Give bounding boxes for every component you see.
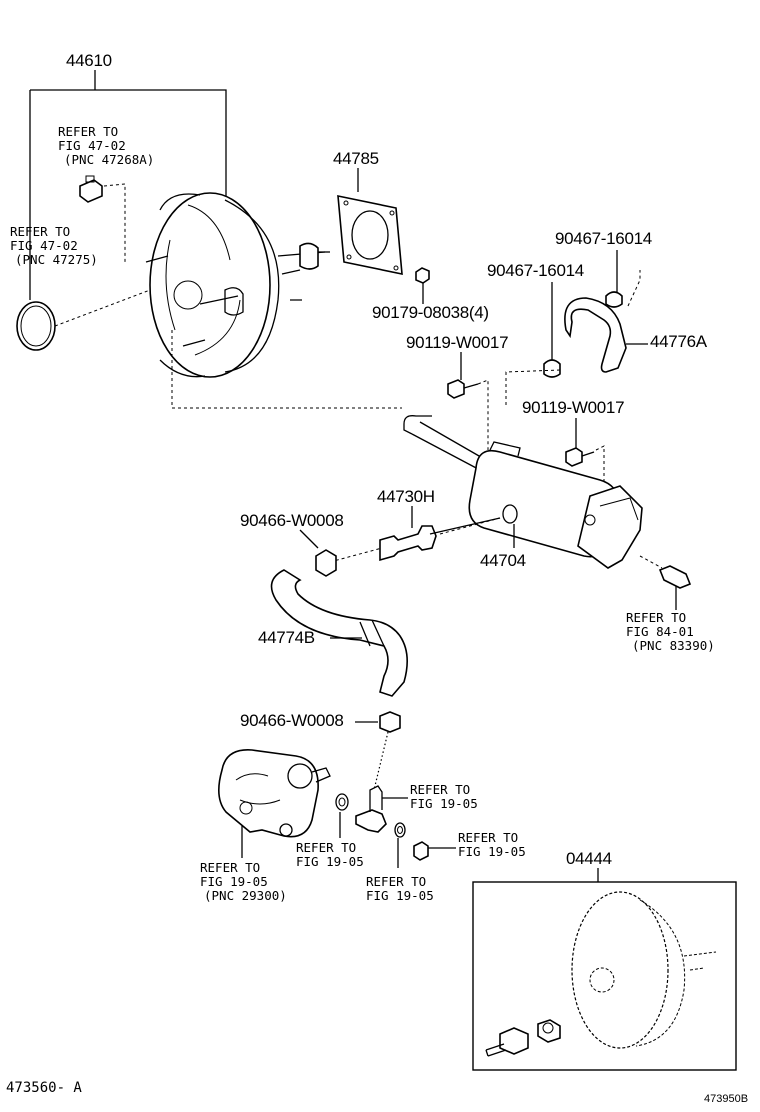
pressure-sensor-icon xyxy=(658,565,692,589)
vacuum-tank-group: 44704 xyxy=(403,415,692,610)
part-number-44704[interactable]: 44704 xyxy=(480,551,526,570)
reference-note-3: REFER TO FIG 84-01 (PNC 83390) xyxy=(626,610,715,653)
kit-pushrod-icon xyxy=(485,1027,529,1057)
part-number-90119-w0017-a[interactable]: 90119-W0017 xyxy=(406,333,509,352)
o-ring-icon xyxy=(16,301,56,351)
tank-pipe-icon xyxy=(403,415,487,471)
svg-text:FIG 47-02: FIG 47-02 xyxy=(10,238,78,253)
part-number-44730h[interactable]: 44730H xyxy=(377,487,435,506)
svg-text:FIG 19-05: FIG 19-05 xyxy=(296,854,364,869)
hose-44774b-group: 44774B xyxy=(258,569,408,697)
reference-note-6: REFER TO FIG 19-05 xyxy=(458,830,526,859)
svg-text:REFER TO: REFER TO xyxy=(58,124,118,139)
vacuum-tank-icon xyxy=(468,441,643,569)
hose-clamp-icon xyxy=(315,549,337,577)
svg-text:REFER TO: REFER TO xyxy=(10,224,70,239)
vacuum-hose-icon xyxy=(564,297,627,373)
svg-text:REFER TO: REFER TO xyxy=(200,860,260,875)
brake-booster-group: 44610 xyxy=(16,51,402,409)
check-valve-group: 44730H xyxy=(329,487,501,563)
kit-seal-icon xyxy=(537,1019,561,1043)
washer-icon xyxy=(335,793,349,811)
grommet-icon xyxy=(79,175,103,203)
part-number-44610[interactable]: 44610 xyxy=(66,51,112,70)
bolt-icon xyxy=(565,447,595,467)
gasket-group: 44785 90179-08038(4) xyxy=(333,149,489,322)
vacuum-pump-group xyxy=(218,749,456,868)
svg-text:FIG 84-01: FIG 84-01 xyxy=(626,624,694,639)
repair-kit-group: 04444 xyxy=(472,849,737,1071)
diagram-code-right: 473950B xyxy=(704,1093,748,1105)
svg-text:REFER TO: REFER TO xyxy=(366,874,426,889)
part-number-90466-w0008-a[interactable]: 90466-W0008 xyxy=(240,511,344,530)
part-number-90119-w0017-b[interactable]: 90119-W0017 xyxy=(522,398,625,417)
part-number-90179-08038[interactable]: 90179-08038(4) xyxy=(372,303,489,322)
svg-text:FIG 19-05: FIG 19-05 xyxy=(410,796,478,811)
svg-text:REFER TO: REFER TO xyxy=(458,830,518,845)
hose-clip-icon xyxy=(543,359,561,378)
union-bolt-icon xyxy=(413,841,429,861)
booster-body-icon xyxy=(145,192,330,378)
kit-booster-icon xyxy=(571,891,717,1049)
bolt-icon xyxy=(447,379,479,399)
bolt-b-group: 90119-W0017 xyxy=(522,398,625,500)
svg-text:(PNC 47268A): (PNC 47268A) xyxy=(64,152,154,167)
reference-note-7: REFER TO FIG 19-05 (PNC 29300) xyxy=(200,860,287,903)
vacuum-hose-icon xyxy=(270,569,408,697)
clamp-b-group: 90466-W0008 xyxy=(240,711,401,791)
kit-box xyxy=(472,881,737,1071)
bolt-a-group: 90119-W0017 xyxy=(406,333,509,450)
part-number-04444[interactable]: 04444 xyxy=(566,849,612,868)
hose-44776a-group: 90467-16014 90467-16014 44776A xyxy=(487,229,708,406)
part-number-90466-w0008-b[interactable]: 90466-W0008 xyxy=(240,711,344,730)
svg-text:(PNC 29300): (PNC 29300) xyxy=(204,888,287,903)
reference-note-8: REFER TO FIG 19-05 xyxy=(366,874,434,903)
svg-text:FIG 19-05: FIG 19-05 xyxy=(200,874,268,889)
reference-note-1: REFER TO FIG 47-02 (PNC 47268A) xyxy=(58,124,154,167)
union-fitting-icon xyxy=(355,785,387,833)
svg-text:FIG 19-05: FIG 19-05 xyxy=(458,844,526,859)
diagram-code-left: 473560- A xyxy=(6,1080,82,1096)
svg-text:REFER TO: REFER TO xyxy=(410,782,470,797)
reference-note-2: REFER TO FIG 47-02 (PNC 47275) xyxy=(10,224,98,267)
svg-text:REFER TO: REFER TO xyxy=(296,840,356,855)
svg-text:(PNC 47275): (PNC 47275) xyxy=(15,252,98,267)
part-number-90467-16014-a[interactable]: 90467-16014 xyxy=(555,229,652,248)
reference-note-4: REFER TO FIG 19-05 xyxy=(410,782,478,811)
reference-note-5: REFER TO FIG 19-05 xyxy=(296,840,364,869)
clamp-a-group: 90466-W0008 xyxy=(240,511,344,577)
svg-text:REFER TO: REFER TO xyxy=(626,610,686,625)
part-number-44776a[interactable]: 44776A xyxy=(650,332,708,351)
svg-text:FIG 47-02: FIG 47-02 xyxy=(58,138,126,153)
svg-text:(PNC 83390): (PNC 83390) xyxy=(632,638,715,653)
part-number-90467-16014-b[interactable]: 90467-16014 xyxy=(487,261,584,280)
gasket-plate-icon xyxy=(337,194,403,276)
hose-clip-icon xyxy=(605,291,623,308)
vacuum-pump-icon xyxy=(218,749,331,838)
nut-icon xyxy=(415,267,430,284)
washer-icon xyxy=(394,822,406,838)
hose-clamp-icon xyxy=(379,711,401,733)
part-number-44785[interactable]: 44785 xyxy=(333,149,379,168)
svg-text:FIG 19-05: FIG 19-05 xyxy=(366,888,434,903)
part-number-44774b[interactable]: 44774B xyxy=(258,628,315,647)
